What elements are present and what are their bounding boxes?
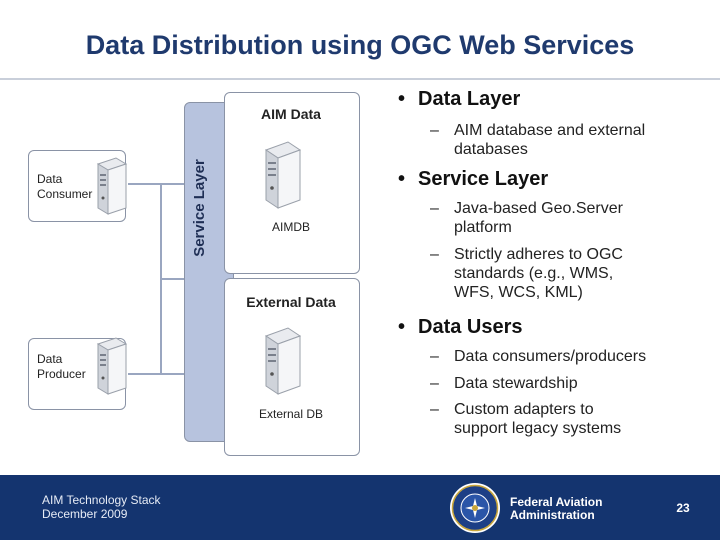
connector-consumer bbox=[128, 183, 186, 185]
footer-presentation-info: AIM Technology Stack December 2009 bbox=[42, 493, 161, 521]
server-icon bbox=[96, 337, 128, 395]
bullet-data-layer-text: Data Layer bbox=[418, 88, 521, 110]
aim-data-title: AIM Data bbox=[261, 106, 321, 122]
dash-glyph: – bbox=[430, 246, 439, 263]
bullet-service-layer-text: Service Layer bbox=[418, 168, 549, 190]
bullet-glyph: • bbox=[398, 168, 406, 190]
sub-bullet-aim-database: – AIM database and external databases bbox=[430, 121, 710, 159]
sub-bullet-line: support legacy systems bbox=[454, 420, 622, 437]
producer-label-line-2: Producer bbox=[37, 367, 86, 381]
slide-title: Data Distribution using OGC Web Services bbox=[85, 30, 635, 60]
sub-bullet-line: Custom adapters to bbox=[454, 401, 594, 418]
bullet-data-users-text: Data Users bbox=[418, 316, 523, 338]
sub-bullet-line: AIM database and external bbox=[454, 122, 646, 139]
sub-bullet-line: Data consumers/producers bbox=[454, 348, 647, 365]
sub-bullet-line: databases bbox=[454, 141, 528, 158]
external-data-title: External Data bbox=[246, 294, 336, 310]
external-db-label: External DB bbox=[258, 407, 324, 421]
sub-bullet-line: standards (e.g., WMS, bbox=[454, 265, 614, 282]
consumer-label-line-1: Data bbox=[37, 172, 63, 186]
dash-glyph: – bbox=[430, 401, 439, 418]
sub-bullet-geoserver: – Java-based Geo.Server platform bbox=[430, 199, 710, 237]
faa-seal-logo bbox=[450, 483, 500, 533]
bullet-service-layer: • Service Layer bbox=[398, 168, 548, 191]
agency-name: Federal Aviation Administration bbox=[510, 496, 602, 522]
footer-title: AIM Technology Stack bbox=[42, 493, 161, 507]
data-consumer-label: Data Consumer bbox=[37, 172, 92, 202]
bullet-glyph: • bbox=[398, 88, 406, 110]
title-divider bbox=[0, 78, 720, 80]
dash-glyph: – bbox=[430, 375, 439, 392]
data-producer-label: Data Producer bbox=[37, 352, 86, 382]
dash-glyph: – bbox=[430, 348, 439, 365]
sub-bullet-line: Strictly adheres to OGC bbox=[454, 246, 623, 263]
bullet-data-layer: • Data Layer bbox=[398, 88, 520, 111]
footer-bar: AIM Technology Stack December 2009 Feder… bbox=[0, 475, 720, 540]
dash-glyph: – bbox=[430, 200, 439, 217]
sub-bullet-consumers-producers: – Data consumers/producers bbox=[430, 347, 710, 366]
connector-producer bbox=[128, 373, 186, 375]
sub-bullet-custom-adapters: – Custom adapters to support legacy syst… bbox=[430, 400, 710, 438]
aimdb-label: AIMDB bbox=[271, 220, 310, 234]
server-icon bbox=[264, 327, 302, 395]
server-icon bbox=[96, 157, 128, 215]
sub-bullet-line: WFS, WCS, KML) bbox=[454, 284, 583, 301]
page-number: 23 bbox=[676, 501, 690, 515]
sub-bullet-line: Java-based Geo.Server bbox=[454, 200, 623, 217]
sub-bullet-line: platform bbox=[454, 219, 512, 236]
sub-bullet-stewardship: – Data stewardship bbox=[430, 374, 710, 393]
consumer-label-line-2: Consumer bbox=[37, 187, 93, 201]
sub-bullet-ogc-standards: – Strictly adheres to OGC standards (e.g… bbox=[430, 245, 710, 302]
service-layer-label: Service Layer bbox=[191, 159, 208, 257]
connector-service bbox=[160, 278, 186, 280]
agency-name-line-2: Administration bbox=[510, 508, 595, 522]
producer-label-line-1: Data bbox=[37, 352, 63, 366]
agency-name-line-1: Federal Aviation bbox=[510, 495, 603, 509]
sub-bullet-line: Data stewardship bbox=[454, 375, 578, 392]
bullet-data-users: • Data Users bbox=[398, 316, 523, 339]
bullet-glyph: • bbox=[398, 316, 406, 338]
footer-date: December 2009 bbox=[42, 507, 128, 521]
server-icon bbox=[264, 141, 302, 209]
dash-glyph: – bbox=[430, 122, 439, 139]
